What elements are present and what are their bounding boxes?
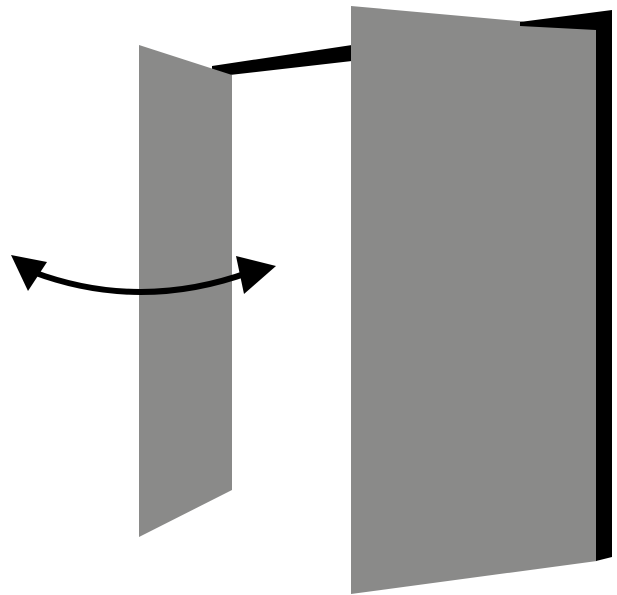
rotation-arrow-right-head [236, 256, 276, 294]
fixed-door-panel [351, 6, 597, 594]
top-connecting-beam [212, 45, 352, 77]
